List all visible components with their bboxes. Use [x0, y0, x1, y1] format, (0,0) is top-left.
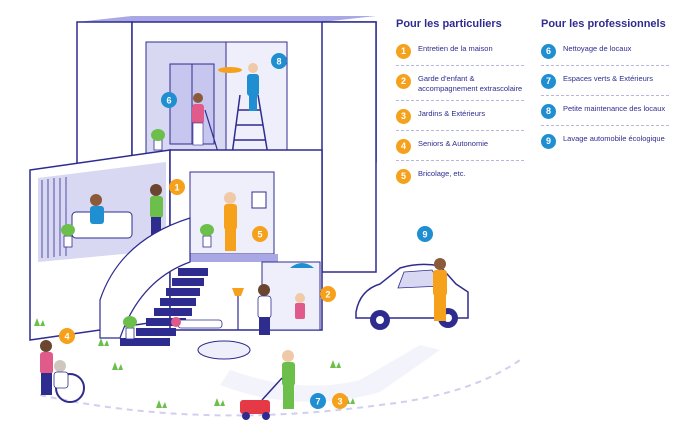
badge-4: 4: [59, 328, 75, 344]
badge-6-circle: [161, 92, 177, 108]
badge-2-number: 2: [325, 290, 330, 300]
wall-frame: [251, 191, 267, 209]
child-person: [295, 293, 305, 319]
legend-item-5: 5 Bricolage, etc.: [396, 165, 524, 190]
diy-worker: [224, 192, 237, 251]
ladder: [231, 94, 269, 156]
nanny-person: [257, 284, 272, 335]
legend-number-4: 4: [396, 139, 411, 154]
badge-4-circle: [59, 328, 75, 344]
gardener-mower: [240, 350, 295, 420]
legend-particuliers-title: Pour les particuliers: [396, 18, 502, 30]
round-table: [197, 340, 251, 360]
housekeeper: [150, 184, 163, 239]
sofa: [71, 194, 133, 239]
legend-professionnels-title: Pour les professionnels: [541, 18, 666, 30]
legend-number-9: 9: [541, 134, 556, 149]
legend-item-4: 4 Seniors & Autonomie: [396, 135, 524, 161]
badge-4-number: 4: [64, 332, 69, 342]
legend-item-3: 3 Jardins & Extérieurs: [396, 105, 524, 131]
legend-label-5: Bricolage, etc.: [418, 169, 466, 178]
right-wall: [321, 21, 377, 273]
legend-label-2: Garde d'enfant & accompagnement extrasco…: [418, 74, 523, 93]
badge-7-number: 7: [315, 397, 320, 407]
badge-7-circle: [310, 393, 326, 409]
legend-label-6: Nettoyage de locaux: [563, 44, 632, 53]
roof-top: [77, 16, 376, 22]
badge-8-circle: [271, 53, 287, 69]
kids-room: [261, 261, 321, 331]
legend-number-6: 6: [541, 44, 556, 59]
wall-stripes: [41, 177, 67, 258]
legend-particuliers: Pour les particuliers 1 Entretien de la …: [396, 18, 524, 194]
legend-label-8: Petite maintenance des locaux: [563, 104, 666, 113]
staircase: [120, 268, 208, 346]
legend-number-2: 2: [396, 74, 411, 89]
badge-8-number: 8: [276, 57, 281, 67]
plant-living: [61, 224, 75, 248]
legend-item-6: 6 Nettoyage de locaux: [541, 40, 669, 66]
badge-5-circle: [252, 226, 268, 242]
legend-label-3: Jardins & Extérieurs: [418, 109, 486, 118]
walkway: [220, 345, 440, 402]
car-washer: [433, 258, 447, 321]
badge-1: 1: [169, 179, 185, 195]
badge-7: 7: [310, 393, 326, 409]
badge-9-circle: [417, 226, 433, 242]
plant-mezzanine: [200, 224, 214, 248]
badge-6-number: 6: [166, 96, 171, 106]
plant-upstairs: [151, 129, 165, 151]
legend-item-2: 2 Garde d'enfant & accompagnement extras…: [396, 70, 524, 101]
lamp-shade: [290, 263, 314, 268]
legend-professionnels: Pour les professionnels 6 Nettoyage de l…: [541, 18, 669, 159]
badge-1-number: 1: [174, 183, 179, 193]
legend-number-8: 8: [541, 104, 556, 119]
badge-3-number: 3: [337, 397, 342, 407]
legend-label-7: Espaces verts & Extérieurs: [563, 74, 654, 83]
legend-number-1: 1: [396, 44, 411, 59]
legend-label-4: Seniors & Autonomie: [418, 139, 489, 148]
badge-1-circle: [169, 179, 185, 195]
cleaner-person: [192, 93, 219, 153]
legend-number-5: 5: [396, 169, 411, 184]
legend-item-9: 9 Lavage automobile écologique: [541, 130, 669, 155]
legend-item-1: 1 Entretien de la maison: [396, 40, 524, 66]
legend-item-8: 8 Petite maintenance des locaux: [541, 100, 669, 126]
badge-2: 2: [320, 286, 336, 302]
badge-8: 8: [271, 53, 287, 69]
badge-2-circle: [320, 286, 336, 302]
legend-number-7: 7: [541, 74, 556, 89]
upper-left-wall: [76, 21, 133, 181]
badge-9-number: 9: [422, 230, 427, 240]
maintenance-worker: [218, 63, 259, 111]
badge-6: 6: [161, 92, 177, 108]
mezzanine: [186, 254, 278, 262]
plant-ground: [123, 316, 137, 340]
ground-path: [39, 359, 521, 417]
lying-person: [171, 317, 223, 329]
senior-wheelchair: [40, 340, 85, 403]
legend-item-7: 7 Espaces verts & Extérieurs: [541, 70, 669, 96]
badge-9: 9: [417, 226, 433, 242]
legend-label-9: Lavage automobile écologique: [563, 134, 665, 143]
legend-number-3: 3: [396, 109, 411, 124]
badge-5: 5: [252, 226, 268, 242]
legend-label-1: Entretien de la maison: [418, 44, 493, 53]
badge-3: 3: [332, 393, 348, 409]
car: [355, 263, 469, 330]
badge-3-circle: [332, 393, 348, 409]
badge-5-number: 5: [257, 230, 262, 240]
floor-lamp: [232, 288, 244, 330]
